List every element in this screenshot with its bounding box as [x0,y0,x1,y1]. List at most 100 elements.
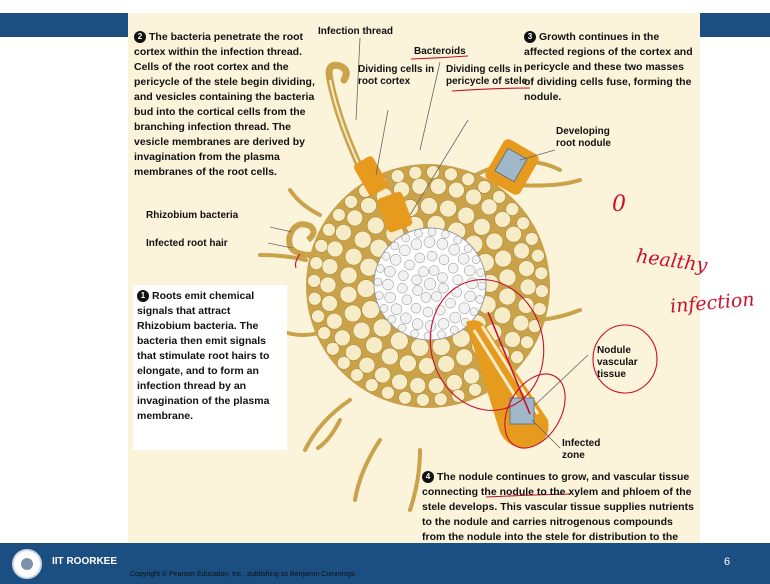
step-3-badge: 3 [524,31,536,43]
cortex-cell [466,189,482,205]
stele-cell [472,256,480,264]
stele-cell [437,238,448,249]
cortex-cell [456,349,473,366]
step-1-box: 1Roots emit chemical signals that attrac… [133,285,287,450]
stele-cell [405,260,415,270]
stele-cell [400,313,411,324]
page-number: 6 [724,556,730,568]
cortex-cell [469,383,482,396]
copyright-line: Copyright © Pearson Education, Inc., pub… [130,571,357,578]
cortex-cell [518,297,534,313]
cortex-cell [399,391,412,404]
stele-cell [419,267,429,277]
stele-cell [397,283,407,293]
cortex-cell [511,351,524,364]
cortex-cell [322,295,338,311]
stele-cell [424,237,435,248]
label-dividing-pericycle: Dividing cells in pericycle of stele [446,64,536,88]
cortex-cell [310,257,323,270]
cortex-cell [381,348,398,365]
stele-cell [421,292,431,302]
stele-cell [375,292,383,300]
cortex-cell [318,327,331,340]
stele-cell [437,273,447,283]
stele-cell [398,271,408,281]
stele-cell [450,312,461,323]
iit-logo-icon [12,549,42,579]
stele-cell [399,245,410,256]
stele-cell [374,278,382,286]
cortex-cell [322,259,338,275]
cortex-cell [533,302,546,315]
stele-cell [478,282,486,290]
step-4-badge: 4 [422,471,434,483]
cortex-cell [432,338,450,356]
cortex-cell [322,223,335,236]
cortex-cell [525,232,538,245]
cortex-cell [320,277,336,293]
stele-cell [383,279,394,290]
stele-cell [477,269,485,277]
cortex-cell [327,241,343,257]
stele-cell [388,315,396,323]
cortex-cell [421,198,438,215]
cortex-cell [391,170,404,183]
stele-cell [391,242,399,250]
cortex-cell [452,389,465,402]
cortex-cell [344,305,361,322]
stele-cell [398,324,406,332]
stele-cell [385,292,396,303]
label-dividing-cortex: Dividing cells in root cortex [358,64,438,88]
stele-cell [428,228,436,236]
cortex-cell [350,369,363,382]
cortex-cell [520,279,536,295]
step-2-body: The bacteria penetrate the root cortex w… [134,31,315,178]
cortex-cell [336,225,352,241]
stele-cell [448,263,458,273]
stele-cell [470,308,478,316]
cortex-cell [312,310,325,323]
cortex-cell [531,249,544,262]
cortex-cell [521,336,534,349]
annotation-circle-mark: 0 [612,192,626,217]
step-1-body: Roots emit chemical signals that attract… [137,290,269,422]
cortex-cell [361,198,377,214]
cortex-cell [505,332,521,348]
cortex-cell [308,292,321,305]
cortex-cell [430,179,446,195]
stele-cell [458,253,469,264]
cortex-cell [438,355,455,372]
label-infected-hair: Infected root hair [146,238,228,250]
stele-cell [412,319,423,330]
cortex-cell [337,356,350,369]
cortex-cell [535,285,548,298]
stele-cell [402,234,410,242]
stele-cell [441,230,449,238]
label-infected-zone: Infected zone [562,438,608,462]
stele-cell [382,252,390,260]
cortex-cell [478,180,491,193]
org-name: IIT ROORKEE [52,556,117,567]
stele-cell [402,295,412,305]
stele-cell [384,266,395,277]
cortex-cell [315,239,328,252]
cortex-cell [353,322,370,339]
cortex-cell [514,243,530,259]
stele-cell [376,265,384,273]
root-hair [410,450,420,510]
cortex-cell [366,337,383,354]
stele-cell [391,304,402,315]
cortex-cell [326,313,342,329]
cortex-cell [410,378,426,394]
stele-cell [424,278,436,290]
cortex-cell [499,288,516,305]
cortex-cell [464,368,480,384]
root-hair [305,400,350,450]
stele-cell [423,307,433,317]
stele-cell [411,303,421,313]
stele-cell [413,286,423,296]
root-hair [355,440,380,500]
cortex-cell [347,210,363,226]
stele-cell [412,275,422,285]
